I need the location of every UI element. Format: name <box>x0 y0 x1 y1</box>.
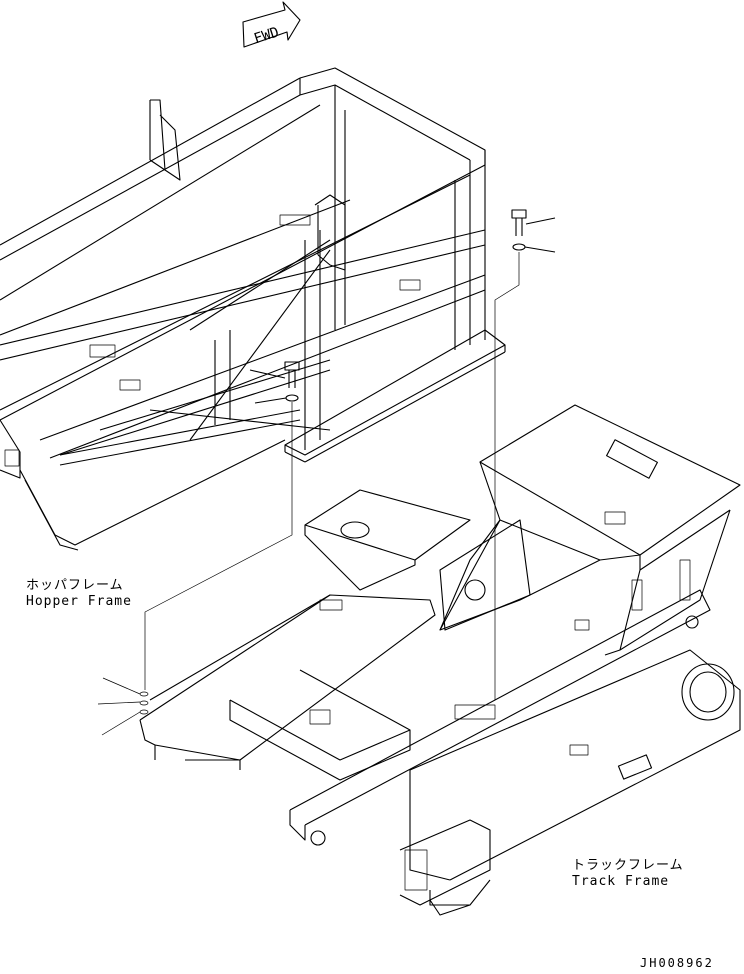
hopper-frame-label: ホッパフレーム Hopper Frame <box>26 578 132 610</box>
track-frame <box>139 404 741 916</box>
washer-icon <box>254 394 299 404</box>
fwd-arrow-icon: FWD <box>242 1 301 48</box>
track-frame-label-en: Track Frame <box>572 874 670 889</box>
bolt-icon <box>511 209 556 236</box>
track-frame-label: トラックフレーム Track Frame <box>572 858 684 890</box>
hopper-frame-label-en: Hopper Frame <box>26 594 132 609</box>
hopper-frame-label-jp: ホッパフレーム <box>26 578 124 593</box>
track-frame-label-jp: トラックフレーム <box>572 858 684 873</box>
assembly-leader-lines <box>144 252 520 700</box>
fwd-arrow-text: FWD <box>252 24 281 47</box>
fastener-leader-lines <box>97 677 149 736</box>
bolt-icon <box>249 361 300 388</box>
hopper-frame <box>0 67 506 551</box>
washer-icon <box>512 243 556 253</box>
drawing-number: JH008962 <box>640 956 714 970</box>
